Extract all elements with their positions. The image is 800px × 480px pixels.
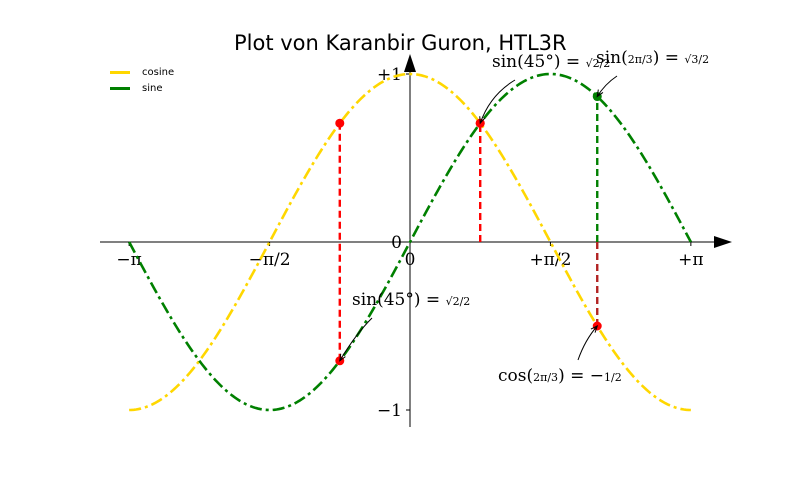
x-tick-label: +π xyxy=(678,250,703,270)
x-tick-label: −π/2 xyxy=(249,250,291,270)
annotation-arrowhead xyxy=(590,325,599,333)
series-line-sine xyxy=(127,72,693,412)
annotation-label: sin(2π/3) = √3/2 xyxy=(596,48,709,68)
x-tick-label: 0 xyxy=(405,250,416,270)
y-tick-label: 0 xyxy=(391,233,402,253)
y-tick-label: +1 xyxy=(377,65,402,85)
y-tick-label: −1 xyxy=(377,401,402,421)
annotation-label: sin(45°) = √2/2 xyxy=(492,52,610,72)
legend-swatch-sine xyxy=(110,86,130,90)
annotation-arrowhead xyxy=(339,353,346,362)
annotation-arrowhead xyxy=(479,116,486,125)
x-tick-label: −π xyxy=(116,250,141,270)
legend: cosine sine xyxy=(108,64,174,96)
chart-title: Plot von Karanbir Guron, HTL3R xyxy=(234,31,567,55)
legend-swatch-cosine xyxy=(110,70,130,74)
annotation-arrow xyxy=(339,317,373,362)
legend-label-sine: sine xyxy=(142,82,163,94)
annotation-arrow xyxy=(596,75,618,97)
legend-label-cosine: cosine xyxy=(142,66,175,78)
annotation-arrow xyxy=(577,325,598,361)
marked-point xyxy=(335,118,345,128)
annotation-label: cos(2π/3) = −1/2 xyxy=(498,366,622,386)
legend-item-sine: sine xyxy=(108,80,174,96)
annotation-label: sin(45°) = √2/2 xyxy=(352,290,470,310)
x-tick-label: +π/2 xyxy=(529,250,571,270)
annotation-arrowhead xyxy=(596,89,604,98)
legend-item-cosine: cosine xyxy=(108,64,174,80)
annotation-arrow xyxy=(479,79,516,124)
x-axis-arrow xyxy=(714,236,732,248)
y-axis-arrow xyxy=(404,54,416,72)
